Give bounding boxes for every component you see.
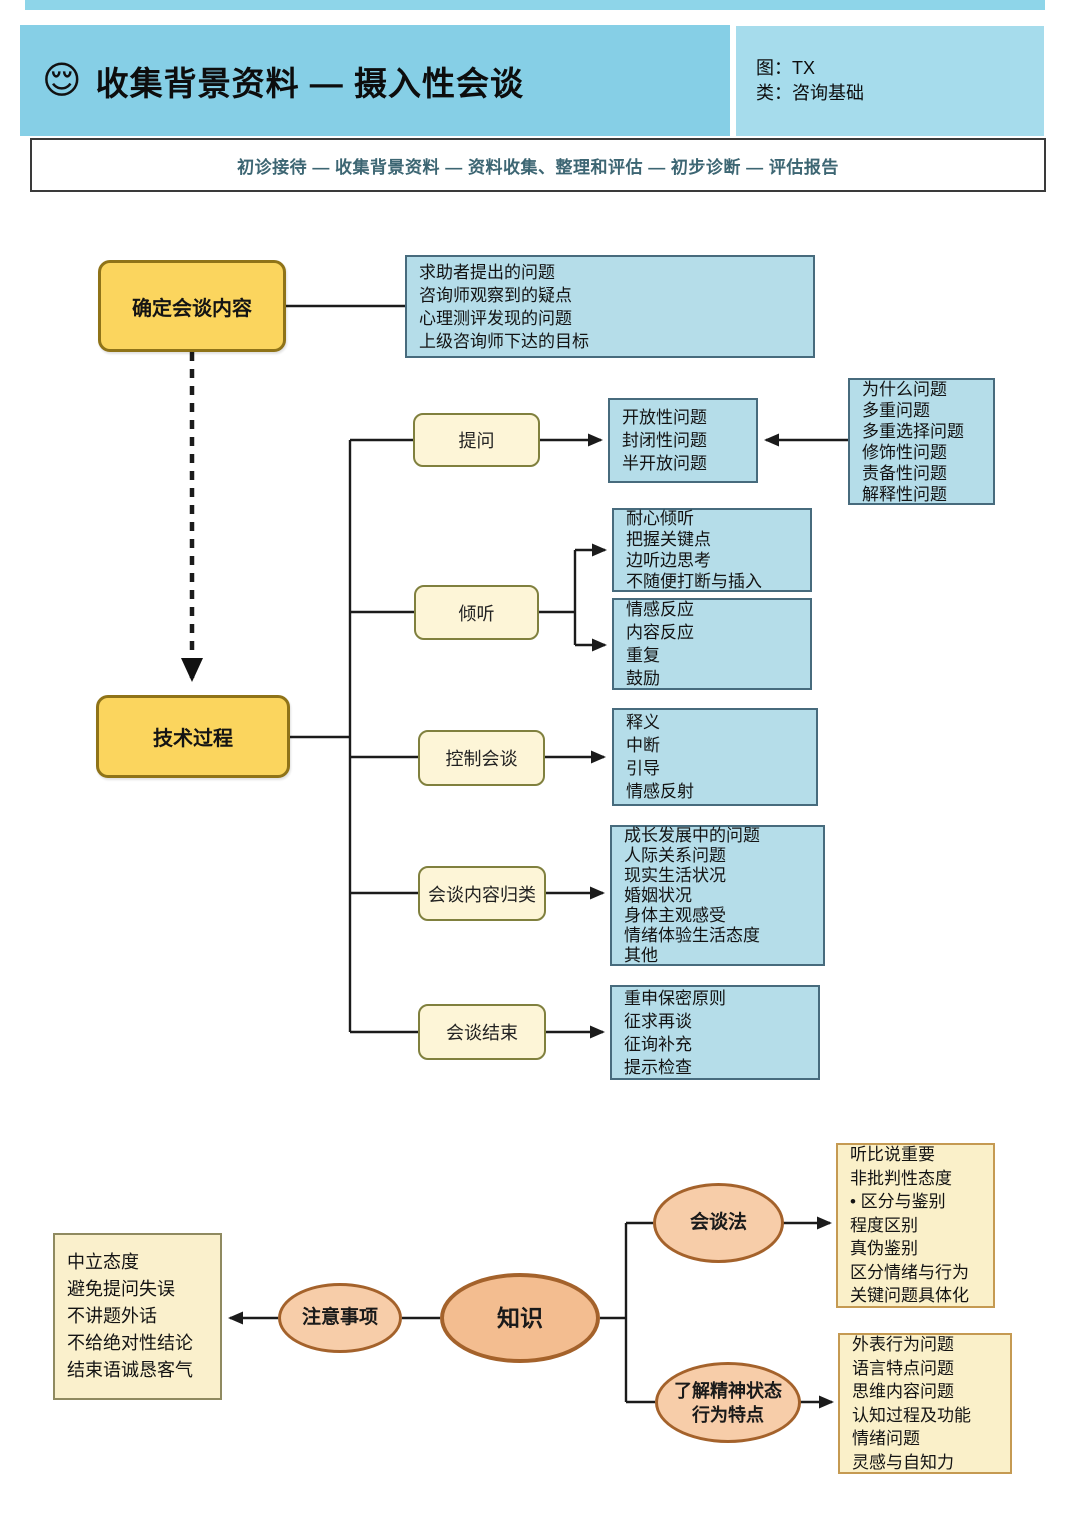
node-mental-state: 了解精神状态 行为特点: [655, 1362, 801, 1443]
node-classify-content: 会谈内容归类: [418, 866, 546, 921]
meta-category-label: 类：: [756, 83, 792, 103]
node-end-interview: 会谈结束: [418, 1004, 546, 1060]
meta-figure-value: TX: [792, 58, 816, 78]
meta-category: 类：咨询基础: [756, 81, 1044, 106]
node-technical-process: 技术过程: [96, 695, 290, 778]
meta-category-value: 咨询基础: [792, 83, 864, 103]
node-end-items: 重申保密原则 征求再谈 征询补充 提示检查: [610, 985, 820, 1080]
meta-panel: 图：TX 类：咨询基础: [736, 26, 1044, 136]
node-knowledge: 知识: [440, 1273, 600, 1363]
breadcrumb-bar: 初诊接待 — 收集背景资料 — 资料收集、整理和评估 — 初步诊断 — 评估报告: [30, 138, 1046, 192]
node-listen-respond: 情感反应 内容反应 重复 鼓励: [612, 598, 812, 690]
page-title: 收集背景资料 — 摄入性会谈: [95, 64, 524, 102]
node-listen-how: 耐心倾听 把握关键点 边听边思考 不随便打断与插入: [612, 508, 812, 592]
node-method-items: 听比说重要 非批判性态度 • 区分与鉴别 程度区别 真伪鉴别 区分情绪与行为 关…: [836, 1143, 995, 1308]
node-classify-items: 成长发展中的问题 人际关系问题 现实生活状况 婚姻状况 身体主观感受 情绪体验生…: [610, 825, 825, 966]
meta-figure: 图：TX: [756, 56, 1044, 81]
node-notes: 注意事项: [278, 1283, 402, 1353]
node-listen: 倾听: [414, 585, 539, 640]
top-accent-strip: [25, 0, 1045, 10]
relieved-face-emoji-icon: 😌: [42, 59, 82, 102]
node-ask: 提问: [413, 413, 540, 467]
node-sources-list: 求助者提出的问题 咨询师观察到的疑点 心理测评发现的问题 上级咨询师下达的目标: [405, 255, 815, 358]
node-control-interview: 控制会谈: [418, 730, 545, 786]
node-ask-avoid: 为什么问题 多重问题 多重选择问题 修饰性问题 责备性问题 解释性问题: [848, 378, 995, 505]
node-ask-types: 开放性问题 封闭性问题 半开放问题: [608, 398, 758, 483]
title-banner: 😌 收集背景资料 — 摄入性会谈: [20, 25, 730, 136]
node-notes-items: 中立态度 避免提问失误 不讲题外话 不给绝对性结论 结束语诚恳客气: [53, 1233, 222, 1400]
node-determine-content: 确定会谈内容: [98, 260, 286, 352]
node-interview-method: 会谈法: [653, 1183, 784, 1263]
node-control-ways: 释义 中断 引导 情感反射: [612, 708, 818, 806]
node-mental-items: 外表行为问题 语言特点问题 思维内容问题 认知过程及功能 情绪问题 灵感与自知力: [838, 1333, 1012, 1474]
meta-figure-label: 图：: [756, 58, 792, 78]
breadcrumb: 初诊接待 — 收集背景资料 — 资料收集、整理和评估 — 初步诊断 — 评估报告: [237, 157, 839, 177]
